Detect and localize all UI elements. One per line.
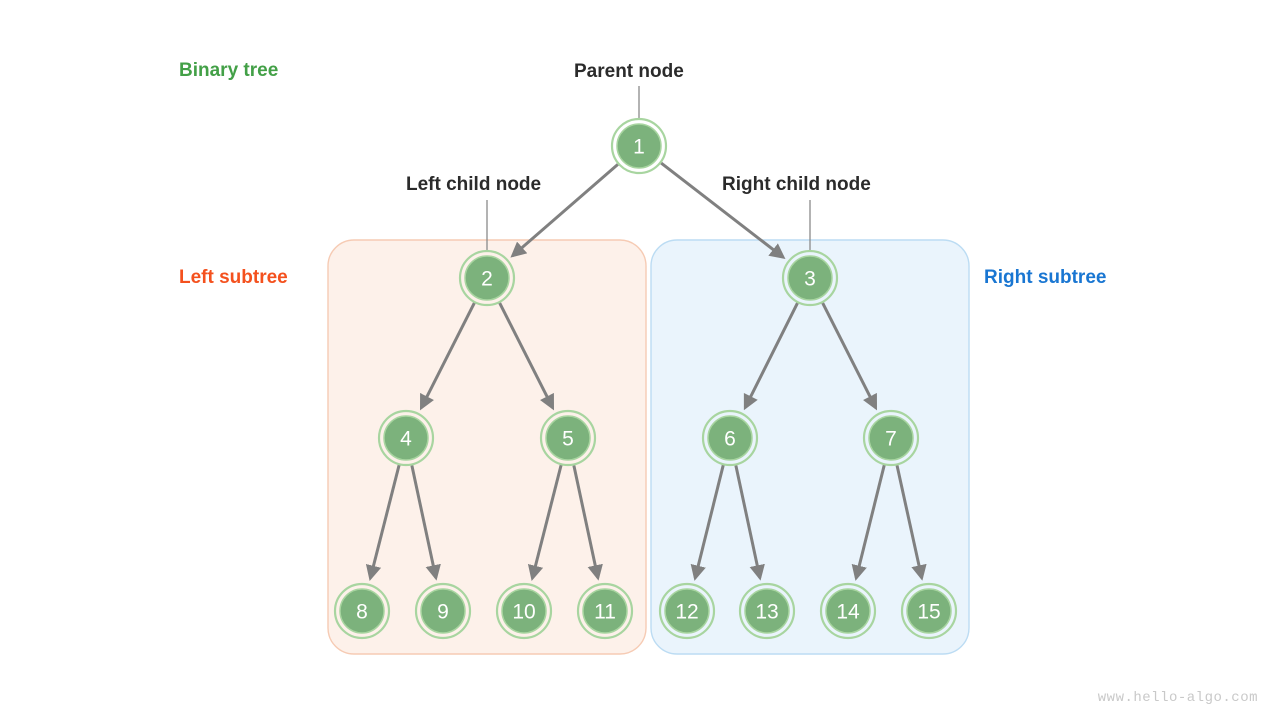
node-value-label: 13 [755, 601, 778, 624]
node-value-label: 9 [437, 601, 449, 624]
node-ring [377, 409, 435, 467]
tree-node-6[interactable]: 6 [701, 409, 759, 467]
tree-edge-n2-n4 [420, 302, 476, 411]
node-circle [383, 415, 429, 461]
node-ring [862, 409, 920, 467]
node-value-label: 15 [917, 601, 940, 624]
node-value-label: 4 [400, 428, 412, 451]
tree-edge-n4-n9 [410, 465, 441, 581]
annotation-left-child-node: Left child node [406, 174, 542, 195]
site-watermark: www.hello-algo.com [1097, 690, 1258, 706]
node-value-label: 5 [562, 428, 574, 451]
node-ring [658, 582, 716, 640]
node-ring [333, 582, 391, 640]
node-circle [868, 415, 914, 461]
node-circle [420, 588, 466, 634]
tree-edge-n1-n2 [510, 163, 619, 258]
tree-node-10[interactable]: 10 [495, 582, 553, 640]
tree-edge-n5-n10 [527, 464, 563, 581]
node-circle [464, 255, 510, 301]
node-value-label: 1 [633, 136, 645, 159]
node-circle [825, 588, 871, 634]
tree-node-5[interactable]: 5 [539, 409, 597, 467]
tree-node-13[interactable]: 13 [738, 582, 796, 640]
tree-node-1[interactable]: 1 [610, 117, 668, 175]
node-ring [495, 582, 553, 640]
tree-edges-layer [365, 161, 927, 581]
title-binary-tree: Binary tree [179, 60, 279, 81]
tree-node-4[interactable]: 4 [377, 409, 435, 467]
tree-edge-n4-n8 [365, 464, 401, 581]
tree-node-14[interactable]: 14 [819, 582, 877, 640]
node-circle [501, 588, 547, 634]
node-ring [414, 582, 472, 640]
tree-edge-n3-n6 [743, 302, 799, 411]
title-right-subtree: Right subtree [984, 267, 1107, 288]
tree-edge-n5-n11 [572, 465, 603, 581]
node-value-label: 7 [885, 428, 897, 451]
subtree-boxes-layer [327, 239, 970, 655]
tree-edge-n6-n12 [690, 464, 725, 581]
tree-edge-n3-n7 [821, 302, 877, 411]
node-value-label: 8 [356, 601, 368, 624]
tree-edge-n7-n15 [895, 465, 927, 581]
node-circle [582, 588, 628, 634]
node-circle [339, 588, 385, 634]
node-value-label: 14 [836, 601, 860, 624]
tree-node-8[interactable]: 8 [333, 582, 391, 640]
node-value-label: 6 [724, 428, 736, 451]
node-ring [576, 582, 634, 640]
tree-edge-n2-n5 [498, 302, 554, 411]
node-circle [616, 123, 662, 169]
tree-edge-n1-n3 [660, 161, 786, 260]
node-ring [539, 409, 597, 467]
tree-edge-n6-n13 [734, 465, 765, 581]
node-ring [781, 249, 839, 307]
annotation-right-child-node: Right child node [722, 174, 871, 195]
node-circle [744, 588, 790, 634]
tree-node-15[interactable]: 15 [900, 582, 958, 640]
node-value-label: 11 [594, 601, 616, 624]
tree-node-3[interactable]: 3 [781, 249, 839, 307]
node-value-label: 3 [804, 268, 816, 291]
tree-node-11[interactable]: 11 [576, 582, 634, 640]
node-circle [906, 588, 952, 634]
tree-node-2[interactable]: 2 [458, 249, 516, 307]
annotation-parent-node: Parent node [574, 61, 684, 82]
tree-node-12[interactable]: 12 [658, 582, 716, 640]
node-circle [545, 415, 591, 461]
node-ring [819, 582, 877, 640]
tree-node-7[interactable]: 7 [862, 409, 920, 467]
node-value-label: 12 [675, 601, 698, 624]
node-circle [787, 255, 833, 301]
title-left-subtree: Left subtree [179, 267, 288, 288]
node-ring [458, 249, 516, 307]
node-value-label: 10 [512, 601, 535, 624]
annotation-leaders-layer [486, 86, 811, 250]
tree-node-9[interactable]: 9 [414, 582, 472, 640]
node-ring [701, 409, 759, 467]
node-circle [664, 588, 710, 634]
node-circle [707, 415, 753, 461]
node-value-label: 2 [481, 268, 493, 291]
node-ring [738, 582, 796, 640]
node-ring [900, 582, 958, 640]
tree-edge-n7-n14 [851, 464, 886, 581]
node-ring [610, 117, 668, 175]
